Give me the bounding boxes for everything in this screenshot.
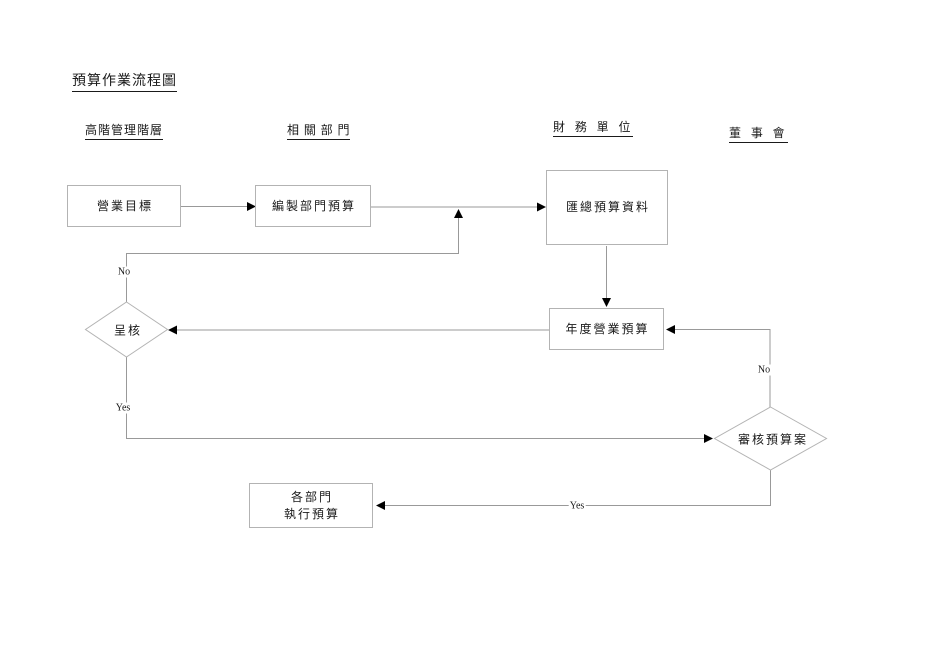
node-label-line2: 執行預算 — [283, 506, 340, 521]
node-business-goal: 營業目標 — [67, 185, 181, 227]
edge-goal-to-prepare — [181, 202, 256, 211]
node-execute-budget: 各部門 執行預算 — [249, 483, 373, 528]
edge-line — [126, 357, 704, 439]
node-prepare-dept-budget: 編製部門預算 — [255, 185, 371, 227]
edge-review-no-return — [666, 325, 771, 407]
node-label: 編製部門預算 — [271, 198, 356, 213]
edge-prepare-to-consolidate — [371, 202, 546, 212]
edge-submit-yes-to-review — [126, 357, 713, 443]
edge-line — [385, 470, 771, 506]
arrowhead-right-icon — [537, 202, 546, 212]
node-label-line1: 各部門 — [290, 489, 333, 504]
column-header-finance-unit: 財 務 單 位 — [553, 118, 634, 137]
column-header-board-of-directors: 董 事 會 — [729, 124, 788, 143]
node-label: 年度營業預算 — [565, 321, 650, 336]
node-annual-business-budget: 年度營業預算 — [549, 308, 664, 350]
edge-submit-no-return — [126, 209, 463, 302]
decision-review-budget-shape — [713, 406, 828, 471]
arrowhead-up-icon — [454, 209, 463, 218]
decision-review-budget-label: 審核預算案 — [737, 432, 809, 447]
edge-annual-to-submit — [168, 325, 549, 335]
column-header-related-departments: 相 關 部 門 — [287, 121, 350, 140]
edge-label-review-no: No — [756, 364, 772, 376]
arrowhead-left-icon — [168, 325, 177, 335]
edge-review-yes-to-execute — [376, 470, 771, 510]
edge-line — [675, 329, 771, 407]
arrowhead-right-icon — [247, 202, 256, 211]
page-title: 預算作業流程圖 — [72, 70, 177, 92]
node-label: 營業目標 — [96, 198, 153, 213]
arrowhead-left-icon — [666, 325, 675, 334]
arrowhead-down-icon — [602, 298, 611, 307]
node-label: 匯總預算資料 — [565, 200, 650, 214]
decision-submit-approval-label: 呈核 — [113, 323, 143, 338]
edge-label-submit-yes: Yes — [114, 402, 132, 414]
edge-line — [126, 218, 459, 302]
edge-label-submit-no: No — [116, 266, 132, 278]
edge-consolidate-to-annual — [602, 246, 611, 307]
edge-label-review-yes: Yes — [568, 500, 586, 512]
node-consolidate-budget-data: 匯總預算資料 — [546, 170, 668, 245]
arrowhead-right-icon — [704, 434, 713, 443]
arrowhead-left-icon — [376, 501, 385, 510]
column-header-senior-management: 高階管理階層 — [85, 121, 164, 140]
decision-submit-approval-shape — [84, 301, 169, 358]
